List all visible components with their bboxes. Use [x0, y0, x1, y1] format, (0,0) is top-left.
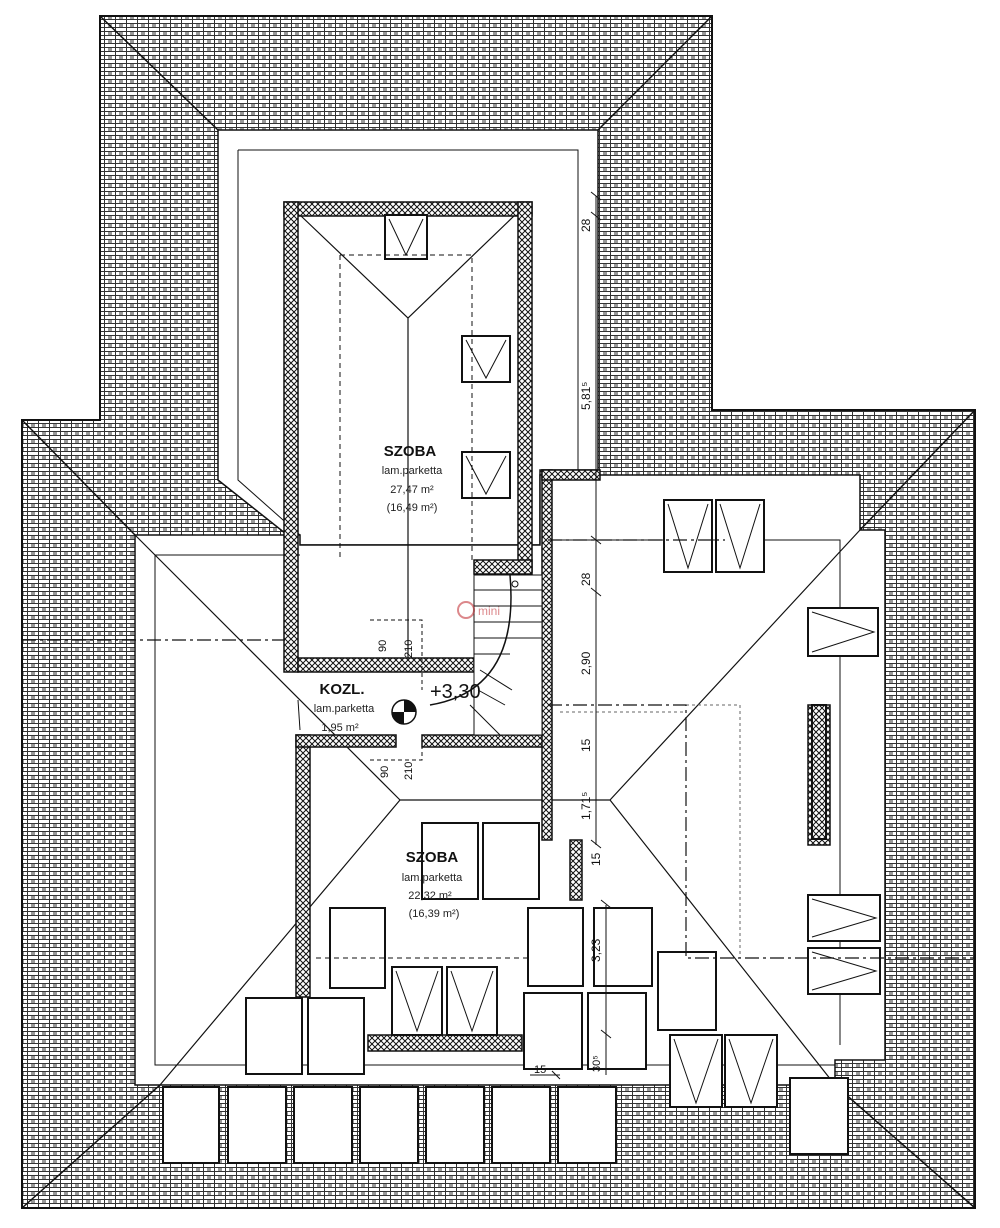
- roof-window: [724, 1034, 778, 1108]
- walls: [283, 201, 831, 1052]
- room-north-label: SZOBA lam.parketta 27,47 m² (16,49 m²): [382, 443, 443, 514]
- dimension-label: 1,71⁵: [579, 792, 593, 820]
- hallway-floor: lam.parketta: [314, 703, 375, 715]
- hallway-name: KOZL.: [320, 681, 365, 698]
- room-north-floor: lam.parketta: [382, 465, 443, 477]
- wall-hall-lower-2: [421, 734, 547, 748]
- dimension-label: 2,90: [579, 651, 593, 675]
- watermark-text: mini: [478, 604, 500, 618]
- staircase: [429, 574, 543, 736]
- dimension-label: 15: [589, 852, 603, 866]
- room-north-area: 27,47 m²: [390, 484, 434, 496]
- room-south-floor: lam.parketta: [402, 872, 463, 884]
- section-lines: [22, 539, 975, 959]
- room-south-label: SZOBA lam.parketta 22,32 m² (16,39 m²): [402, 849, 463, 920]
- dimension-label: 30⁵: [591, 1055, 603, 1072]
- room-south-name: SZOBA: [406, 849, 459, 866]
- wall-hall-mid: [297, 657, 475, 673]
- door-width-label: 90: [377, 640, 389, 652]
- dashed-lines: [316, 254, 741, 959]
- roof-window: [446, 966, 498, 1036]
- room-north-net-area: (16,49 m²): [387, 502, 438, 514]
- hallway-label: KOZL. lam.parketta 1,95 m²: [314, 681, 375, 734]
- dimension-lines: [530, 191, 612, 1080]
- hallway-area: 1,95 m²: [321, 722, 359, 734]
- roof-window: [461, 335, 511, 383]
- wall-north-step: [473, 559, 533, 575]
- wall-south: [367, 1034, 523, 1052]
- eave-lines: [154, 149, 841, 1066]
- room-north-name: SZOBA: [384, 443, 437, 460]
- roof-window: [663, 499, 713, 573]
- wall-north-left: [283, 201, 299, 673]
- watermark-logo: mini: [457, 601, 500, 619]
- ridge-lines: [134, 214, 861, 1086]
- dimension-label: 3,23: [589, 938, 603, 962]
- roof-window: [391, 966, 443, 1036]
- doors: [297, 619, 423, 761]
- dimension-label: 5,81⁵: [579, 382, 593, 410]
- room-south-area: 22,32 m²: [408, 890, 452, 902]
- wall-hall-lower: [295, 734, 397, 748]
- window-sashes: [388, 218, 878, 1105]
- door-height-label: 210: [403, 640, 415, 658]
- roof-window: [715, 499, 765, 573]
- door-width-label: 90: [379, 766, 391, 778]
- hip-lines: [21, 15, 976, 1209]
- dimension-label: 15: [579, 738, 593, 752]
- door-height-label: 210: [403, 762, 415, 780]
- roof-window: [461, 451, 511, 499]
- dimension-label: 28: [579, 572, 593, 586]
- solar-panels: [162, 704, 849, 1164]
- room-south-net-area: (16,39 m²): [409, 908, 460, 920]
- roof-window: [384, 214, 428, 260]
- wall-stair-east: [541, 469, 553, 841]
- wall-north-top: [283, 201, 533, 217]
- roof-windows: [384, 214, 881, 1108]
- stair-level: +3,30: [430, 681, 481, 703]
- roof-window: [807, 947, 881, 995]
- roof-window: [669, 1034, 723, 1108]
- dimension-label: 28: [579, 218, 593, 232]
- wall-small-east: [569, 839, 583, 901]
- roof-window: [807, 607, 879, 657]
- level-marker: [391, 699, 417, 725]
- wall-west: [295, 734, 311, 998]
- wall-stair-top: [541, 469, 601, 481]
- roof-window: [807, 894, 881, 942]
- dimension-label: 15: [534, 1064, 546, 1076]
- wall-north-right: [517, 201, 533, 573]
